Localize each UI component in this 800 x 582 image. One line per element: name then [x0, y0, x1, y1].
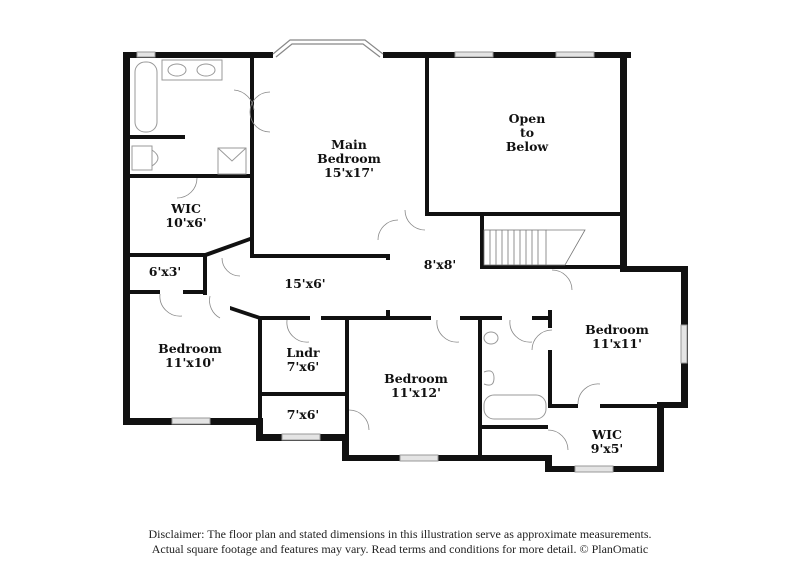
label-line: Below [505, 139, 549, 154]
stairs [483, 229, 586, 266]
room-dims: 15'x6' [284, 276, 326, 291]
room-name: Main [331, 137, 367, 152]
room-dims: 11'x12' [391, 385, 441, 400]
disclaimer-line: Actual square footage and features may v… [151, 542, 649, 556]
bay-window [272, 39, 384, 58]
bedroom-3-label: Bedroom 11'x12' [384, 372, 448, 400]
room-name: Bedroom [158, 341, 222, 356]
room-name: Bedroom [585, 322, 649, 337]
disclaimer: Disclaimer: The floor plan and stated di… [0, 527, 800, 557]
closet-7x6-label: 7'x6' [287, 408, 320, 422]
main-bedroom-label: Main Bedroom 15'x17' [317, 138, 381, 180]
room-dims: 7'x6' [286, 359, 320, 374]
label-line: to [519, 125, 535, 140]
room-name: Lndr [286, 345, 320, 360]
walls [123, 52, 688, 472]
label-line: Open [508, 111, 546, 126]
bedroom-2-label: Bedroom 11'x10' [158, 342, 222, 370]
room-dims: 7'x6' [286, 407, 320, 422]
disclaimer-line: Disclaimer: The floor plan and stated di… [148, 527, 652, 541]
room-dims: 9'x5' [590, 441, 624, 456]
room-dims: 11'x10' [165, 355, 215, 370]
room-dims: 8'x8' [423, 257, 457, 272]
room-name: WIC [171, 201, 201, 216]
doors [159, 89, 601, 451]
hall-label: 15'x6' [284, 277, 325, 291]
wic-main-label: WIC 10'x6' [165, 202, 206, 230]
open-to-below-label: Open to Below [506, 112, 548, 154]
landing-label: 8'x8' [424, 258, 457, 272]
windows [136, 51, 688, 473]
closet-6x3-label: 6'x3' [149, 265, 182, 279]
wic-bed4-label: WIC 9'x5' [591, 428, 624, 456]
room-dims: 15'x17' [324, 165, 374, 180]
room-name: WIC [592, 427, 622, 442]
bedroom-4-label: Bedroom 11'x11' [585, 323, 649, 351]
room-dims: 6'x3' [148, 264, 182, 279]
room-dims: 10'x6' [165, 215, 207, 230]
room-name: Bedroom [317, 151, 381, 166]
laundry-label: Lndr 7'x6' [286, 346, 319, 374]
fixtures [131, 59, 547, 420]
room-dims: 11'x11' [592, 336, 642, 351]
room-name: Bedroom [384, 371, 448, 386]
